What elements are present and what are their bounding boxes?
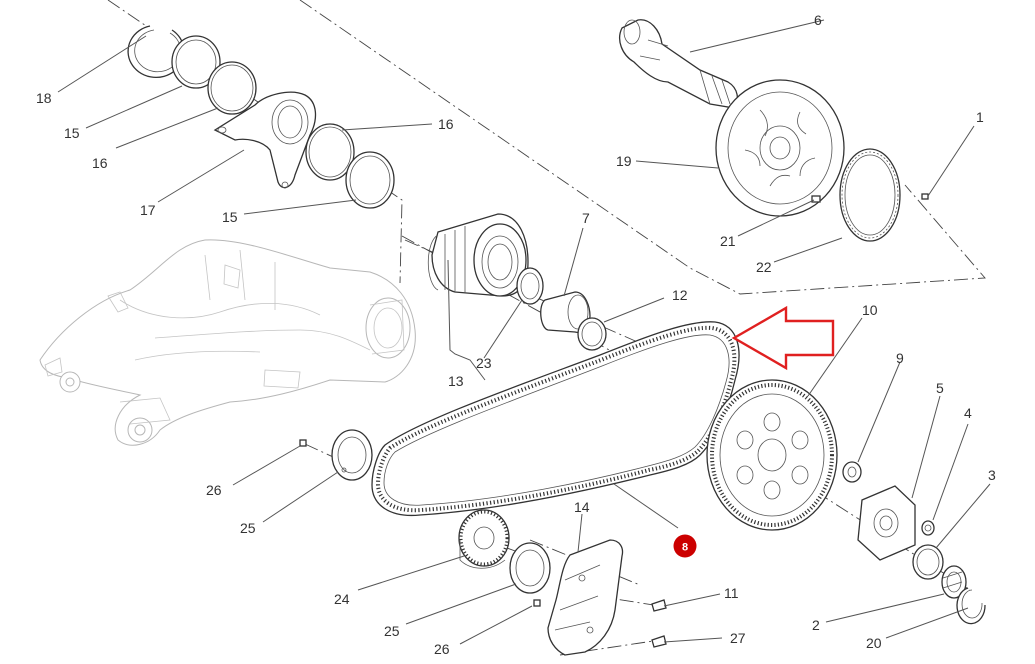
o-ring-15-lower: [345, 151, 395, 209]
belt-guard-14: [547, 539, 624, 656]
circlip-20: [956, 587, 986, 625]
o-ring-3: [912, 544, 944, 580]
screw-26-lower: [533, 599, 541, 607]
callout-12[interactable]: 12: [672, 287, 688, 303]
screw-27: [651, 635, 667, 648]
cover-plate-25-lower: [509, 542, 551, 594]
callout-19[interactable]: 19: [616, 153, 632, 169]
leader-lines: [57, 19, 991, 645]
callout-27[interactable]: 27: [730, 630, 746, 646]
highlighted-part-badge[interactable]: 8: [673, 534, 697, 558]
callout-26-upper[interactable]: 26: [206, 482, 222, 498]
highlighted-part-number: 8: [682, 542, 688, 554]
rear-hub-6: [619, 19, 739, 109]
o-ring-16-lower: [305, 123, 355, 181]
callout-1[interactable]: 1: [976, 109, 984, 125]
stud-9: [842, 461, 862, 483]
screw-11: [651, 599, 667, 612]
callout-14[interactable]: 14: [574, 499, 590, 515]
callout-9[interactable]: 9: [896, 350, 904, 366]
pointer-arrow: [731, 305, 835, 371]
callout-23[interactable]: 23: [476, 355, 492, 371]
rear-sprocket-10: [706, 379, 838, 531]
screw-21: [811, 195, 821, 203]
callout-6[interactable]: 6: [814, 12, 822, 28]
callout-labels: 1 2 3 4 5 6 7 9 10 11 12 13 14 15 15 16 …: [36, 12, 996, 657]
callout-11[interactable]: 11: [724, 585, 739, 601]
front-sprocket-24: [458, 509, 510, 569]
callout-25-lower[interactable]: 25: [384, 623, 400, 639]
callout-5[interactable]: 5: [936, 380, 944, 396]
screw-1: [921, 193, 929, 200]
callout-4[interactable]: 4: [964, 405, 972, 421]
sprocket-flange-5: [857, 485, 916, 561]
callout-13[interactable]: 13: [448, 373, 464, 389]
eccentric-carrier-17: [213, 91, 317, 189]
callout-26-lower[interactable]: 26: [434, 641, 450, 657]
cover-plate-25-upper: [331, 429, 373, 481]
callout-2[interactable]: 2: [812, 617, 820, 633]
bearing-housing-13: [427, 213, 529, 297]
callout-3[interactable]: 3: [988, 467, 996, 483]
swingarm-ghost: [39, 239, 416, 446]
callout-7[interactable]: 7: [582, 210, 590, 226]
bearing-2: [941, 565, 967, 599]
brake-disc-19: [715, 79, 845, 217]
seal-23: [516, 267, 544, 305]
callout-22[interactable]: 22: [756, 259, 772, 275]
callout-20[interactable]: 20: [866, 635, 882, 651]
callout-17[interactable]: 17: [140, 202, 156, 218]
washer-12: [577, 317, 607, 351]
o-ring-16-upper: [207, 61, 257, 115]
callout-21[interactable]: 21: [720, 233, 736, 249]
callout-16-left[interactable]: 16: [92, 155, 108, 171]
o-ring-15-upper: [171, 35, 221, 89]
callout-15-lower[interactable]: 15: [222, 209, 238, 225]
callout-24[interactable]: 24: [334, 591, 350, 607]
callout-18[interactable]: 18: [36, 90, 52, 106]
callout-10[interactable]: 10: [862, 302, 878, 318]
screw-26-upper: [299, 439, 307, 447]
drive-belt-8: [371, 321, 740, 517]
callout-25-upper[interactable]: 25: [240, 520, 256, 536]
callout-15-upper[interactable]: 15: [64, 125, 80, 141]
tone-wheel-22: [839, 148, 901, 242]
nut-4: [921, 520, 935, 536]
callout-16-right[interactable]: 16: [438, 116, 454, 132]
